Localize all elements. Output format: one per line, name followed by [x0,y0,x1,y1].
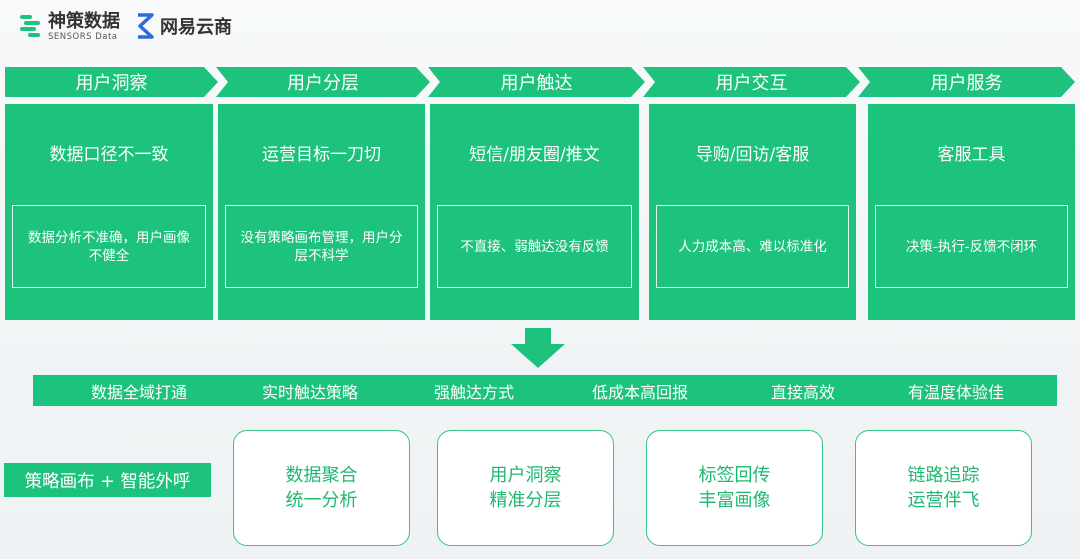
stage-header-segmentation: 用户分层 [216,67,430,97]
sensors-data-logo: 神策数据 SENSORS Data [18,12,120,42]
card-detail: 决策-执行-反馈不闭环 [875,205,1068,288]
solution-line1: 用户洞察 [489,465,562,486]
sensors-logo-name: 神策数据 [48,11,120,32]
feature-label: 直接高效 [771,382,836,402]
card-detail: 人力成本高、难以标准化 [656,205,849,288]
netease-logo-icon [138,13,154,39]
solution-line1: 标签回传 [698,465,771,486]
card-detail: 不直接、弱触达没有反馈 [437,205,632,288]
features-bar [33,375,1057,406]
stage-header-insight: 用户洞察 [5,67,218,97]
stage-card-segmentation: 运营目标一刀切 没有策略画布管理，用户分层不科学 [218,104,425,320]
feature-label: 数据全域打通 [91,382,188,402]
solution-label: 策略画布 + 智能外呼 [4,463,211,497]
solution-box-link-tracking: 链路追踪 运营伴飞 [855,430,1032,546]
solution-box-tag-writeback: 标签回传 丰富画像 [646,430,823,546]
card-detail: 没有策略画布管理，用户分层不科学 [225,205,418,288]
card-problem: 客服工具 [937,145,1006,165]
card-problem: 运营目标一刀切 [262,145,381,165]
card-problem: 短信/朋友圈/推文 [469,145,600,165]
feature-label: 强触达方式 [434,382,515,402]
feature-label: 实时触达策略 [262,382,359,402]
stage-card-reach: 短信/朋友圈/推文 不直接、弱触达没有反馈 [430,104,639,320]
stage-header-service: 用户服务 [858,67,1075,97]
sensors-logo-icon [20,15,40,37]
solution-box-data-aggregation: 数据聚合 统一分析 [233,430,410,546]
solution-line1: 数据聚合 [285,465,358,486]
card-problem: 导购/回访/客服 [695,145,810,165]
stage-card-interaction: 导购/回访/客服 人力成本高、难以标准化 [649,104,856,320]
solution-line2: 精准分层 [489,490,562,511]
solution-line2: 运营伴飞 [907,490,980,511]
sensors-logo-subtitle: SENSORS Data [48,32,118,42]
card-detail: 数据分析不准确，用户画像不健全 [12,205,206,288]
solution-box-user-insight: 用户洞察 精准分层 [437,430,614,546]
down-arrow-icon [511,328,565,368]
netease-logo: 网易云商 [134,12,232,40]
stage-card-service: 客服工具 决策-执行-反馈不闭环 [868,104,1075,320]
netease-logo-name: 网易云商 [160,17,232,38]
stage-card-insight: 数据口径不一致 数据分析不准确，用户画像不健全 [5,104,213,320]
feature-label: 有温度体验佳 [908,382,1005,402]
card-problem: 数据口径不一致 [49,145,169,165]
stage-header-interaction: 用户交互 [643,67,860,97]
solution-line1: 链路追踪 [907,465,980,486]
feature-label: 低成本高回报 [592,382,689,402]
solution-line2: 丰富画像 [698,490,771,511]
solution-line2: 统一分析 [285,490,358,511]
stage-header-reach: 用户触达 [428,67,645,97]
